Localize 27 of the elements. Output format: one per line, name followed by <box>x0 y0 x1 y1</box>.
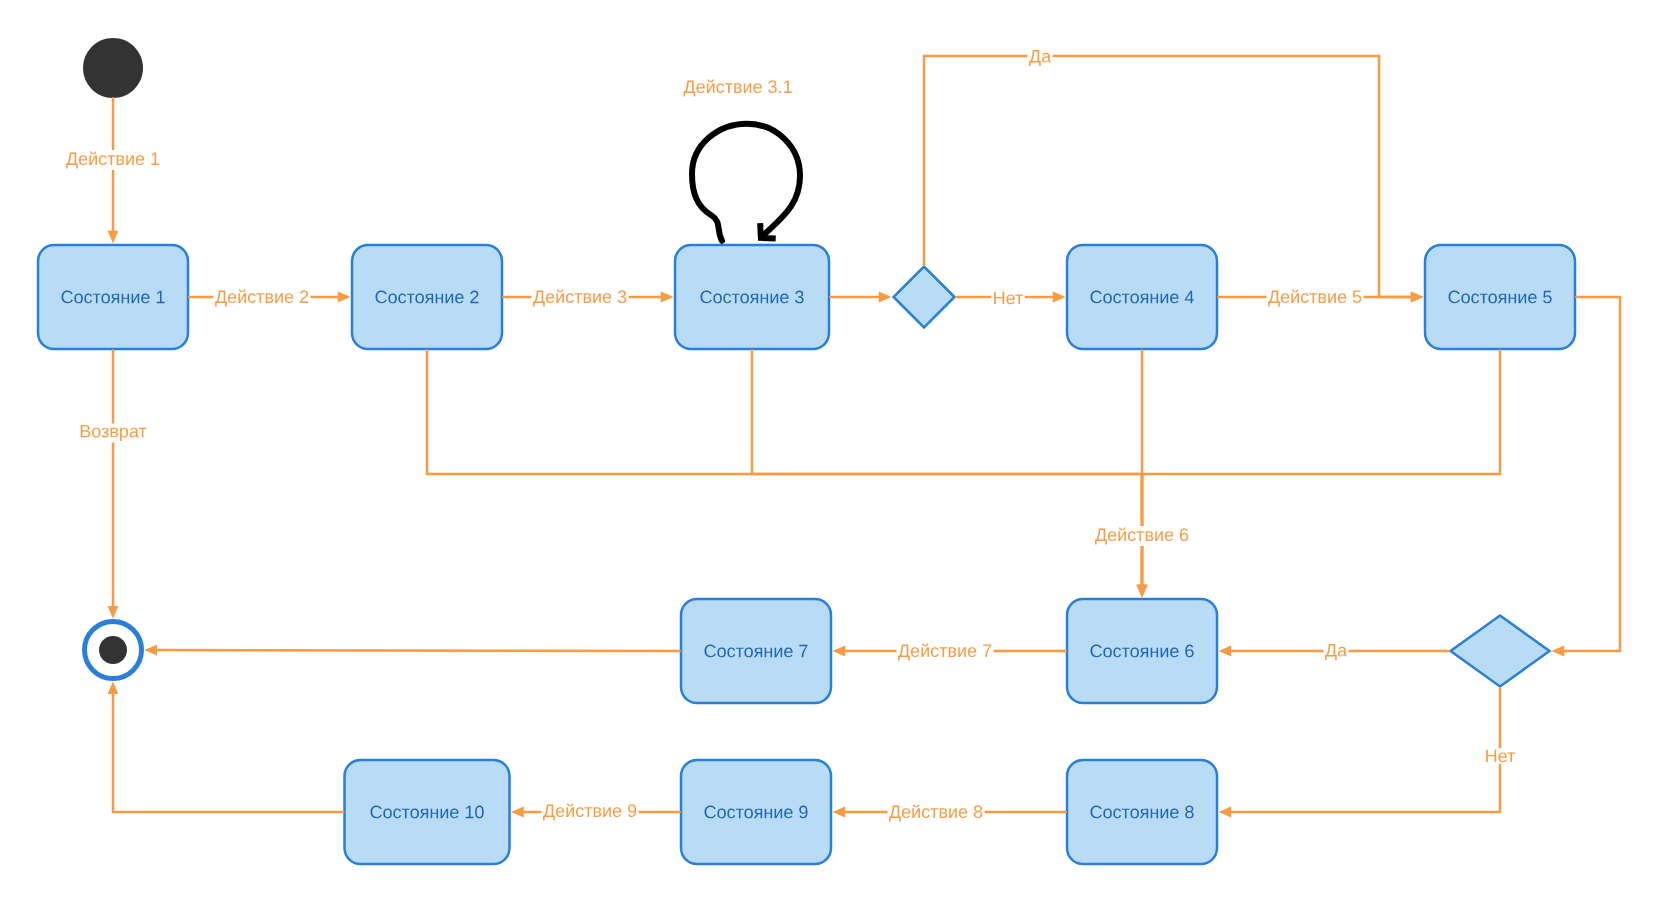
loop-arrow <box>689 120 803 244</box>
state-box: Состояние 6 <box>1065 597 1219 705</box>
edge-label: Действие 2 <box>213 288 311 308</box>
state-box: Состояние 10 <box>343 758 511 866</box>
edge-label: Действие 5 <box>1266 288 1364 308</box>
edge-label: Да <box>1323 642 1349 662</box>
edge-label: Нет <box>1483 748 1517 764</box>
edge-label: Действие 9 <box>541 802 639 822</box>
state-box: Состояние 8 <box>1065 758 1219 866</box>
state-box: Состояние 9 <box>679 758 833 866</box>
edge-label: Возврат <box>77 423 149 443</box>
edge-label: Действие 7 <box>896 642 994 662</box>
state-box: Состояние 2 <box>350 243 504 351</box>
edge-label: Да <box>1027 48 1053 68</box>
state-box: Состояние 7 <box>679 597 833 705</box>
end-circle <box>82 619 144 681</box>
state-box: Состояние 3 <box>673 243 831 351</box>
state-box: Состояние 1 <box>36 243 190 351</box>
edge-label: Действие 6 <box>1093 526 1191 546</box>
edge-label: Действие 1 <box>64 150 162 170</box>
edge-label: Действие 8 <box>887 803 985 823</box>
state-box: Состояние 4 <box>1065 243 1219 351</box>
state-box: Состояние 5 <box>1423 243 1577 351</box>
start-circle <box>83 38 143 98</box>
edge-label: Действие 3.1 <box>681 78 795 98</box>
edge-label: Нет <box>991 290 1025 306</box>
edge-label: Действие 3 <box>531 288 629 308</box>
